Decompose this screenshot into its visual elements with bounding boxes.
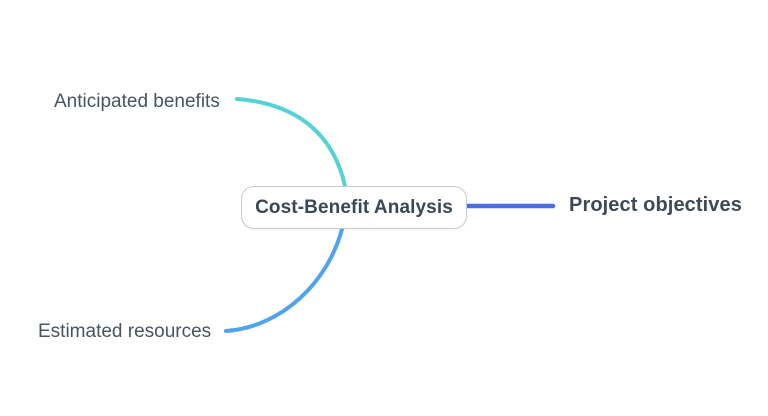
root-node[interactable]: Cost-Benefit Analysis <box>241 186 467 229</box>
node-project-objectives[interactable]: Project objectives <box>569 194 742 216</box>
node-estimated-resources[interactable]: Estimated resources <box>38 321 212 342</box>
branch-curve-anticipated-benefits <box>235 97 347 188</box>
branch-curve-estimated-resources <box>224 227 344 333</box>
node-anticipated-benefits[interactable]: Anticipated benefits <box>54 91 220 112</box>
root-node-label: Cost-Benefit Analysis <box>255 196 453 218</box>
